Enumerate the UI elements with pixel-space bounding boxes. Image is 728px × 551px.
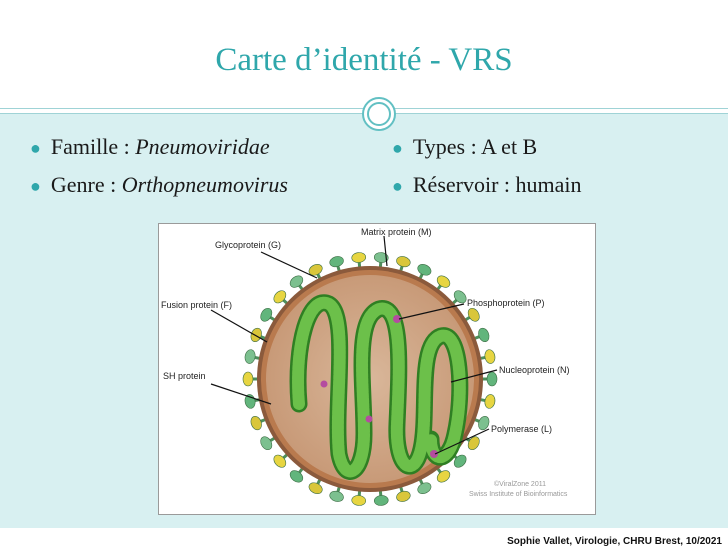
spike-protein — [484, 394, 496, 410]
spike-protein — [416, 262, 433, 277]
virion-diagram: Glycoprotein (G) Matrix protein (M) Fusi… — [158, 223, 596, 515]
title-area: Carte d’identité - VRS — [0, 0, 728, 112]
leader-line — [211, 310, 267, 342]
polymerase-dot — [366, 416, 373, 423]
spike-protein — [466, 306, 482, 323]
bullet-label: Genre : — [51, 172, 122, 197]
bullet-label: Famille : — [51, 134, 135, 159]
label-glycoprotein: Glycoprotein (G) — [215, 240, 281, 250]
slide-title: Carte d’identité - VRS — [0, 42, 728, 79]
bullet-reservoir: ● Réservoir : humain — [392, 172, 582, 198]
polymerase-dot — [430, 450, 438, 458]
bullet-dot-icon: ● — [392, 138, 403, 158]
label-fusion-protein: Fusion protein (F) — [161, 300, 232, 310]
label-polymerase: Polymerase (L) — [491, 424, 552, 434]
leader-line — [261, 252, 317, 278]
spike-protein — [395, 490, 411, 503]
bullet-text: Réservoir : humain — [413, 172, 582, 197]
spike-protein — [307, 481, 324, 496]
label-nucleoprotein: Nucleoprotein (N) — [499, 365, 570, 375]
spike-protein — [416, 481, 433, 496]
figure-credit: ©ViralZone 2011 — [494, 480, 546, 488]
bullet-dot-icon: ● — [392, 176, 403, 196]
spike-protein — [374, 495, 389, 506]
bullet-dot-icon: ● — [30, 138, 41, 158]
bullet-text: Types : A et B — [413, 134, 537, 159]
polymerase-dot — [321, 381, 328, 388]
spike-protein — [329, 255, 345, 268]
spike-protein — [484, 349, 496, 365]
bullet-value: Orthopneumovirus — [122, 172, 288, 197]
label-phosphoprotein: Phosphoprotein (P) — [467, 298, 545, 308]
bullet-types: ● Types : A et B — [392, 134, 537, 160]
spike-protein — [477, 327, 491, 344]
label-sh-protein: SH protein — [163, 371, 206, 381]
spike-protein — [258, 435, 274, 452]
divider-ornament-icon — [362, 97, 396, 131]
slide-footer: Sophie Vallet, Virologie, CHRU Brest, 10… — [507, 536, 722, 547]
spike-protein — [351, 252, 366, 263]
bullet-dot-icon: ● — [30, 176, 41, 196]
spike-protein — [258, 306, 274, 323]
spike-protein — [243, 372, 253, 386]
spike-protein — [487, 372, 497, 386]
bullet-value: Pneumoviridae — [135, 134, 269, 159]
spike-protein — [395, 255, 411, 268]
spike-protein — [244, 349, 256, 365]
virion-illustration: Glycoprotein (G) Matrix protein (M) Fusi… — [159, 224, 595, 514]
spike-protein — [351, 495, 366, 506]
spike-protein — [329, 490, 345, 503]
spike-protein — [249, 327, 263, 344]
figure-credit: Swiss Institute of Bioinformatics — [469, 491, 568, 498]
bullet-genre: ● Genre : Orthopneumovirus — [30, 172, 288, 198]
spike-protein — [466, 435, 482, 452]
label-matrix-protein: Matrix protein (M) — [361, 227, 432, 237]
spike-protein — [249, 415, 263, 432]
bullet-famille: ● Famille : Pneumoviridae — [30, 134, 270, 160]
